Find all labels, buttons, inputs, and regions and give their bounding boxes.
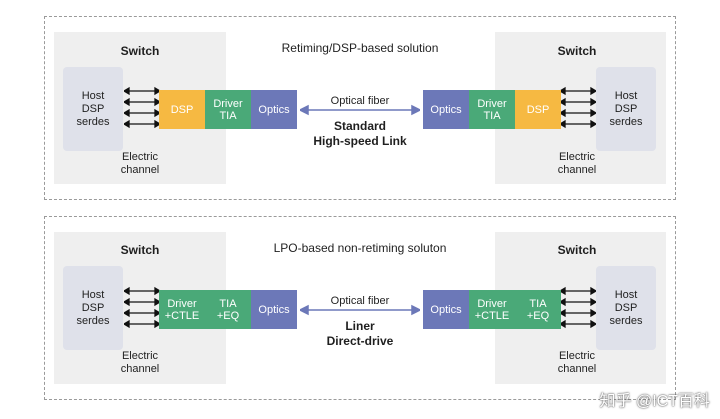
bottom-panel	[44, 216, 676, 400]
block-label: Optics	[430, 103, 462, 116]
block-label: Optics	[258, 103, 290, 116]
bottom-left-switch-title: Switch	[120, 243, 160, 257]
host-label: Host DSP serdes	[76, 288, 110, 327]
bottom-right-electric-arrows	[560, 286, 596, 329]
bottom-right-tia-eq-block: TIA +EQ	[515, 290, 561, 329]
bottom-left-electric-label: Electric channel	[120, 350, 160, 375]
bottom-right-switch-title: Switch	[557, 243, 597, 257]
bottom-fiber-arrow	[300, 304, 420, 316]
bottom-right-electric-label: Electric channel	[557, 350, 597, 375]
bottom-right-host: Host DSP serdes	[596, 266, 656, 350]
top-panel	[44, 16, 676, 200]
top-left-electric-label: Electric channel	[120, 151, 160, 176]
bottom-panel-title: LPO-based non-retiming soluton	[273, 241, 447, 255]
top-right-electric-label: Electric channel	[557, 151, 597, 176]
top-left-electric-arrows	[124, 86, 160, 129]
block-label: TIA +EQ	[526, 297, 550, 322]
host-label: Host DSP serdes	[609, 288, 643, 327]
top-left-optics-block: Optics	[251, 90, 297, 129]
block-label: Driver TIA	[213, 97, 243, 122]
top-right-optics-block: Optics	[423, 90, 469, 129]
block-label: DSP	[170, 103, 194, 116]
block-label: Driver +CTLE	[164, 297, 200, 322]
top-link-label: Standard High-speed Link	[313, 119, 407, 148]
block-label: Driver +CTLE	[474, 297, 510, 322]
bottom-left-electric-arrows	[124, 286, 160, 329]
top-panel-title: Retiming/DSP-based solution	[281, 41, 439, 55]
bottom-right-optics-block: Optics	[423, 290, 469, 329]
top-left-switch-title: Switch	[120, 44, 160, 58]
block-label: DSP	[526, 103, 550, 116]
bottom-left-optics-block: Optics	[251, 290, 297, 329]
bottom-left-driver-ctle-block: Driver +CTLE	[159, 290, 205, 329]
host-label: Host DSP serdes	[609, 89, 643, 128]
top-right-switch-title: Switch	[557, 44, 597, 58]
block-label: TIA +EQ	[216, 297, 240, 322]
bottom-right-driver-ctle-block: Driver +CTLE	[469, 290, 515, 329]
top-right-host: Host DSP serdes	[596, 67, 656, 151]
top-right-driver-block: Driver TIA	[469, 90, 515, 129]
block-label: Driver TIA	[477, 97, 507, 122]
block-label: Optics	[430, 303, 462, 316]
bottom-left-tia-eq-block: TIA +EQ	[205, 290, 251, 329]
top-right-electric-arrows	[560, 86, 596, 129]
top-fiber-label: Optical fiber	[330, 95, 390, 107]
bottom-fiber-label: Optical fiber	[330, 295, 390, 307]
block-label: Optics	[258, 303, 290, 316]
top-right-dsp-block: DSP	[515, 90, 561, 129]
top-left-host: Host DSP serdes	[63, 67, 123, 151]
bottom-link-label: Liner Direct-drive	[326, 319, 394, 348]
top-left-dsp-block: DSP	[159, 90, 205, 129]
top-fiber-arrow	[300, 104, 420, 116]
top-left-driver-block: Driver TIA	[205, 90, 251, 129]
host-label: Host DSP serdes	[76, 89, 110, 128]
bottom-left-host: Host DSP serdes	[63, 266, 123, 350]
watermark-text: 知乎 @ICT百科	[599, 393, 710, 410]
